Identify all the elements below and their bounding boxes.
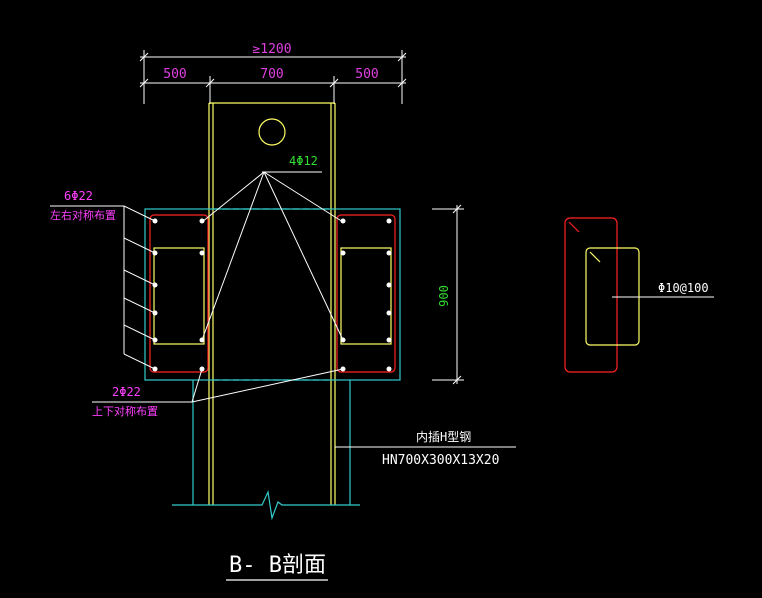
left-rebar-cage (149, 214, 209, 373)
top-dimension-group (139, 50, 407, 104)
concrete-outline (144, 208, 401, 521)
bottom-bars-leader (92, 368, 344, 403)
bottom-bars-count-label: 2Φ22 (112, 385, 141, 399)
bottom-bars-note-label: 上下对称布置 (92, 404, 158, 418)
side-bars-count-label: 6Φ22 (64, 189, 93, 203)
rebar-dots (152, 218, 392, 372)
dim-left-text: 500 (163, 67, 186, 82)
section-title: B- B剖面 (229, 553, 326, 578)
side-bars-note-label: 左右对称布置 (50, 208, 116, 222)
stirrup-detail (564, 217, 640, 373)
height-dimension-group (432, 204, 464, 385)
top-bars-leader (201, 171, 344, 341)
steel-spec-label: HN700X300X13X20 (382, 453, 499, 468)
dim-height-text: 900 (437, 285, 451, 307)
steel-column (208, 102, 336, 505)
steel-name-label: 内插H型钢 (416, 430, 471, 444)
column-hole-circle (258, 118, 286, 146)
dim-middle-text: 700 (260, 67, 283, 82)
dim-right-text: 500 (355, 67, 378, 82)
top-bars-label: 4Φ12 (289, 154, 318, 168)
stirrup-label: Φ10@100 (658, 281, 709, 295)
side-bars-leader (50, 205, 156, 370)
right-rebar-cage (336, 214, 396, 373)
dim-total-text: ≥1200 (252, 42, 291, 57)
